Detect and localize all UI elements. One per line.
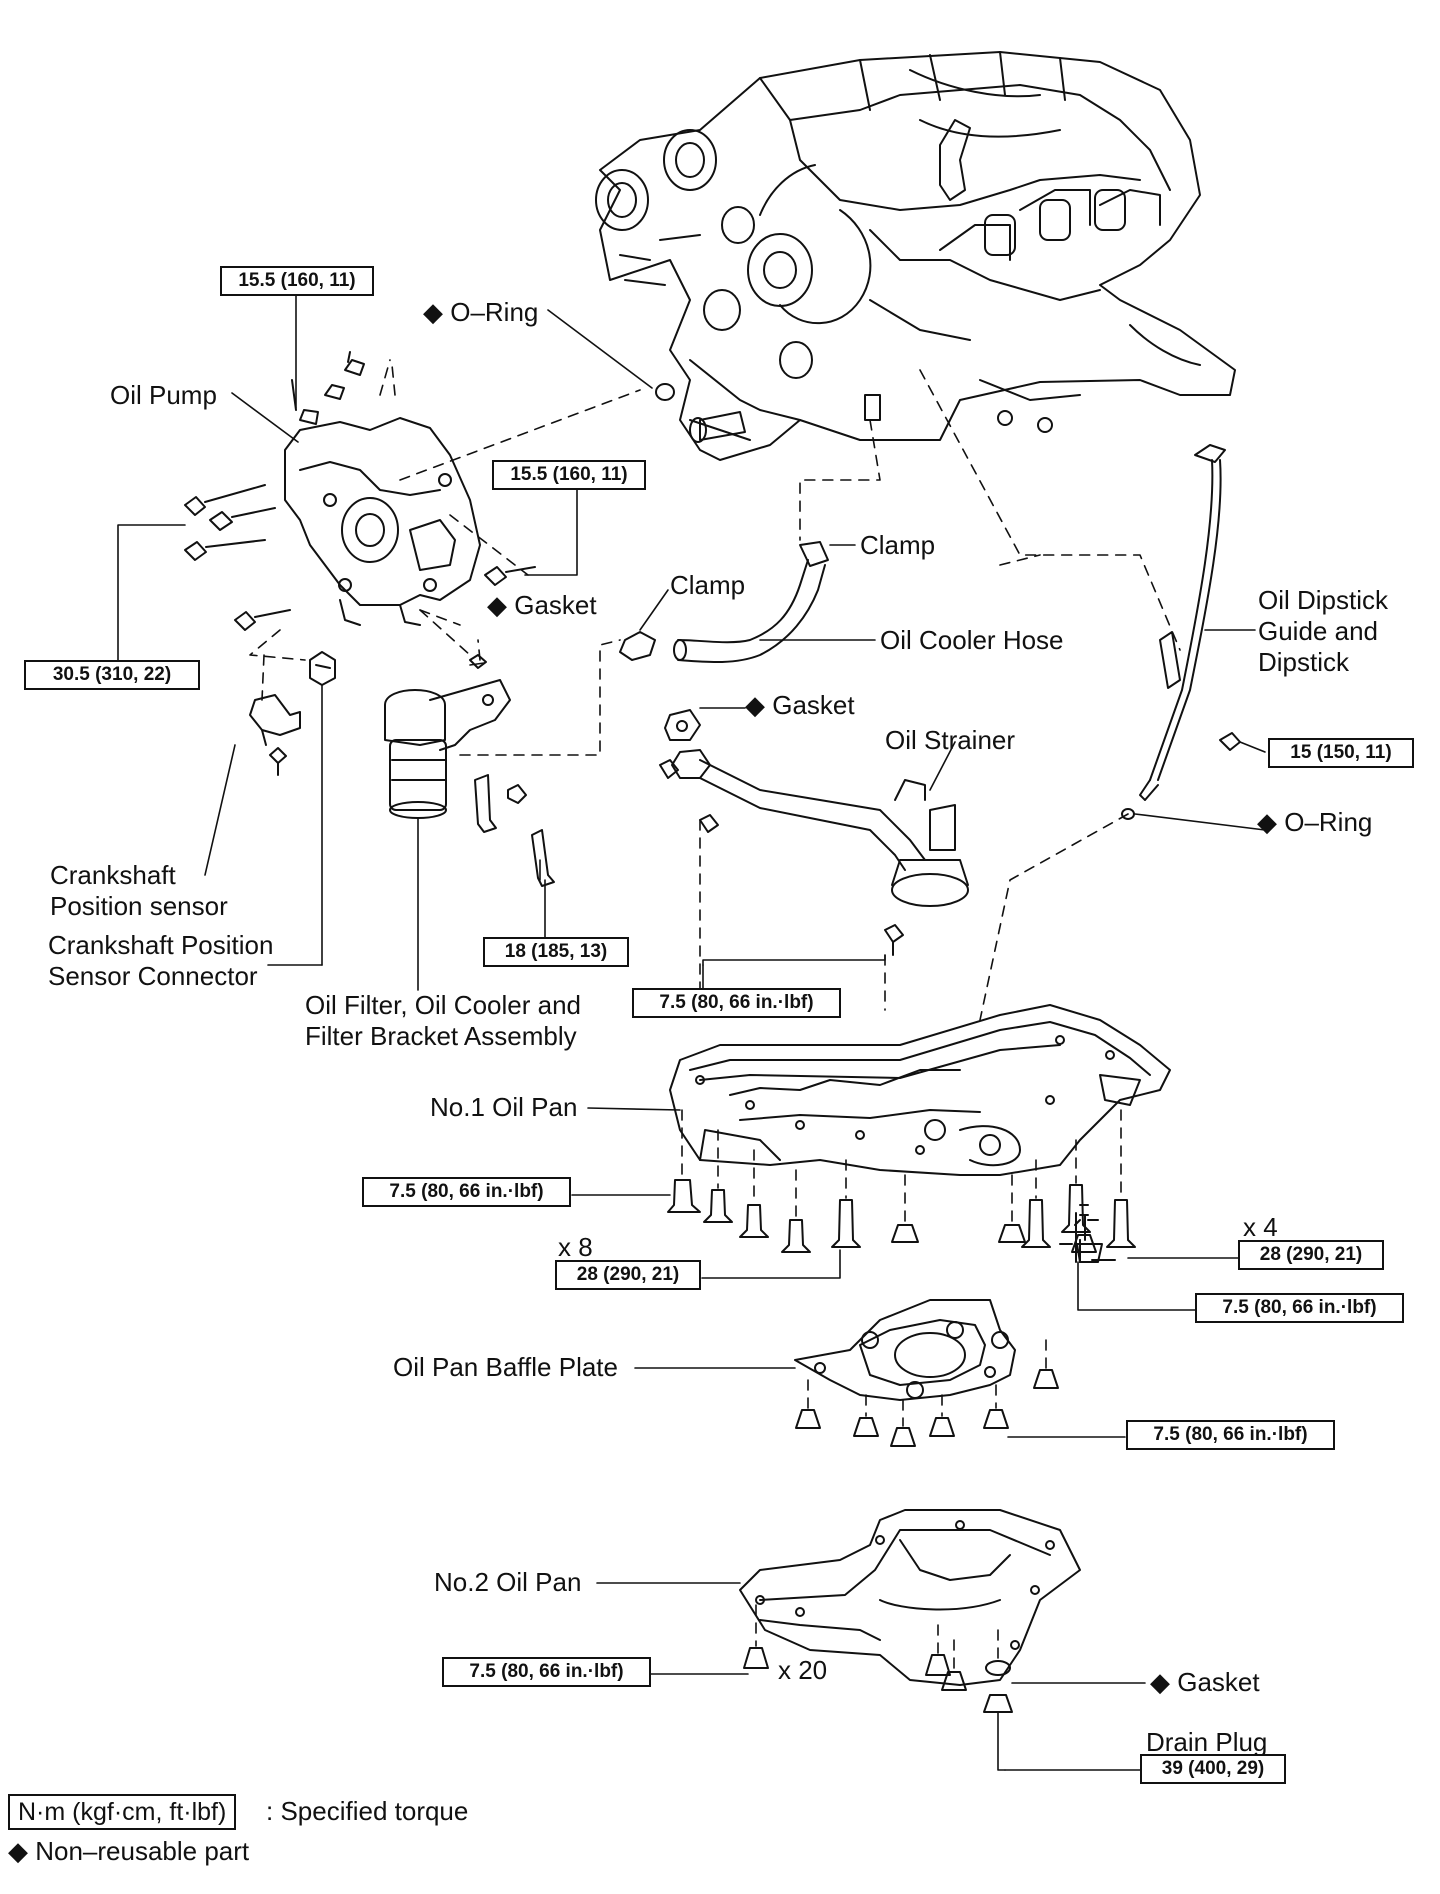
- oil-strainer: [659, 709, 969, 956]
- pump-bolts: [184, 351, 536, 631]
- torque-pan1-x4: 28 (290, 21): [1238, 1240, 1384, 1270]
- oring-dipstick-label: ◆ O–Ring: [1257, 807, 1373, 837]
- torque-pan2: 7.5 (80, 66 in.·lbf): [442, 1657, 651, 1687]
- clamp-right-label: Clamp: [860, 530, 936, 560]
- oil-cooler-hose-label: Oil Cooler Hose: [880, 625, 1064, 655]
- torque-filter: 18 (185, 13): [483, 937, 629, 967]
- torque-pan1-x8: 28 (290, 21): [555, 1260, 701, 1290]
- gasket-pump-label: ◆ Gasket: [487, 590, 597, 620]
- no2-oil-pan-bolts: [743, 1647, 967, 1691]
- no2-oil-pan: [739, 1509, 1081, 1686]
- torque-pump-left: 30.5 (310, 22): [24, 660, 200, 690]
- oil-dipstick-label: Oil Dipstick Guide and Dipstick: [1258, 585, 1389, 677]
- x8-label: x 8: [558, 1232, 593, 1262]
- oil-filter-assembly: [384, 654, 511, 819]
- leader-lines: [91, 279, 1266, 1771]
- torque-baffle: 7.5 (80, 66 in.·lbf): [1126, 1420, 1335, 1450]
- no1-oil-pan: [669, 1004, 1171, 1176]
- torque-pan1-left: 7.5 (80, 66 in.·lbf): [362, 1177, 571, 1207]
- crankshaft-position-sensor: [249, 694, 301, 776]
- no1-oil-pan-label: No.1 Oil Pan: [430, 1092, 578, 1122]
- filter-bracket-bolts: [474, 774, 555, 887]
- no1-oil-pan-bolts: [667, 1179, 1136, 1263]
- oil-filter-label: Oil Filter, Oil Cooler and Filter Bracke…: [305, 990, 581, 1051]
- torque-dipstick: 15 (150, 11): [1268, 738, 1414, 768]
- crankshaft-sensor-label: Crankshaft Position sensor: [50, 860, 228, 921]
- gasket-strainer-label: ◆ Gasket: [745, 690, 855, 720]
- torque-strainer: 7.5 (80, 66 in.·lbf): [632, 988, 841, 1018]
- baffle-plate-label: Oil Pan Baffle Plate: [393, 1352, 618, 1382]
- engine-block: [595, 51, 1236, 461]
- drain-plug: [983, 1660, 1013, 1713]
- oring-top-label: ◆ O–Ring: [423, 297, 539, 327]
- crankshaft-connector-label: Crankshaft Position Sensor Connector: [48, 930, 274, 991]
- x4-label: x 4: [1243, 1212, 1278, 1242]
- oil-dipstick: [1121, 444, 1241, 820]
- legend-specified-torque: : Specified torque: [266, 1796, 469, 1826]
- legend-torque-unit-box: N·m (kgf·cm, ft·lbf): [8, 1794, 237, 1830]
- torque-drain: 39 (400, 29): [1140, 1754, 1286, 1784]
- dashed-reference-lines: [249, 359, 1181, 1671]
- baffle-plate-bolts: [795, 1369, 1059, 1447]
- x20-label: x 20: [778, 1655, 828, 1685]
- oil-cooler-hose: [619, 541, 829, 663]
- oil-strainer-label: Oil Strainer: [885, 725, 1016, 755]
- gasket-drain-label: ◆ Gasket: [1150, 1667, 1260, 1697]
- legend-non-reusable: ◆ Non–reusable part: [8, 1836, 250, 1866]
- torque-pump-mid: 15.5 (160, 11): [492, 460, 646, 490]
- no2-oil-pan-label: No.2 Oil Pan: [434, 1567, 582, 1597]
- crankshaft-position-sensor-connector: [309, 651, 336, 686]
- oil-pump-label: Oil Pump: [110, 380, 217, 410]
- clamp-left-label: Clamp: [670, 570, 746, 600]
- drain-plug-label: Drain Plug: [1146, 1727, 1268, 1757]
- torque-pump-top: 15.5 (160, 11): [220, 266, 374, 296]
- oil-pump: [284, 417, 481, 626]
- torque-pan1-right: 7.5 (80, 66 in.·lbf): [1195, 1293, 1404, 1323]
- oil-pan-baffle-plate: [794, 1299, 1016, 1401]
